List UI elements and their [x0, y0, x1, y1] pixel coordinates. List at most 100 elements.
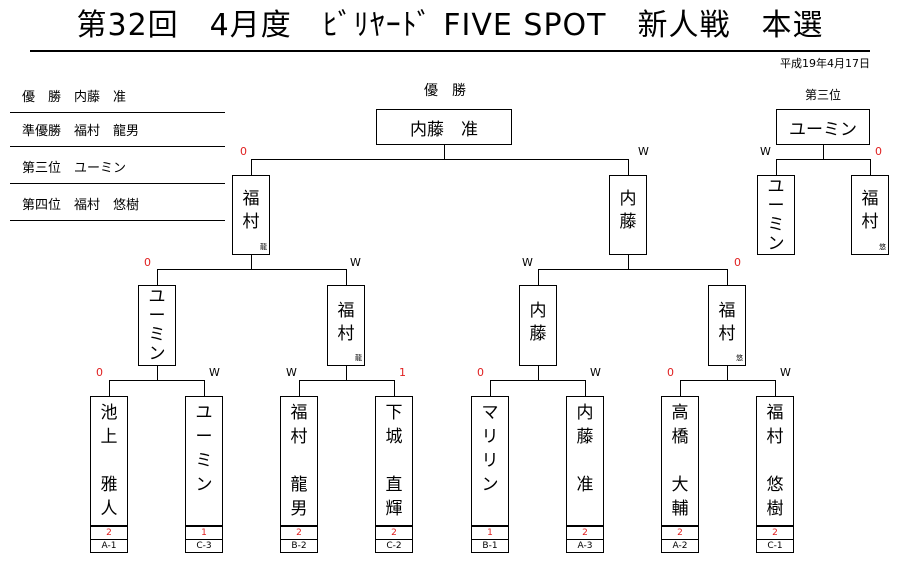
bracket-line — [204, 380, 205, 396]
champion-name: 内藤 准 — [410, 119, 478, 140]
third-right-box: 福 村 悠 — [851, 175, 889, 255]
player-7-wins: 2 — [661, 526, 699, 540]
bracket-line — [776, 159, 871, 160]
final-right-box: 内 藤 — [609, 175, 647, 255]
player-8-name: 福 村 悠 樹 — [766, 403, 784, 519]
player-8-seed: C-1 — [756, 539, 794, 553]
third-place-label: 第三位 — [804, 88, 841, 102]
bracket-line — [157, 269, 347, 270]
bracket-line — [346, 366, 347, 380]
bracket-line — [823, 145, 824, 159]
third-place-box: ユーミン — [776, 109, 870, 145]
bracket-line — [538, 269, 539, 285]
final-left-box: 福 村 龍 — [232, 175, 270, 255]
semi-4-name: 福 村 — [718, 301, 736, 344]
player-8-score: W — [780, 366, 791, 379]
player-5-wins: 1 — [471, 526, 509, 540]
player-1-name: 池 上 雅 人 — [100, 403, 118, 519]
ranking-second-text: 準優勝 福村 龍男 — [22, 124, 140, 139]
bracket-line — [490, 380, 586, 381]
ranking-third-text: 第三位 ユーミン — [22, 161, 127, 176]
bracket-line — [394, 380, 395, 396]
semi-2-sub: 龍 — [355, 354, 362, 362]
semi-1-box: ユ ー ミ ン — [138, 285, 176, 366]
player-5-box: マ リ リ ン — [471, 396, 509, 526]
player-6-seed: A-3 — [566, 539, 604, 553]
bracket-line — [538, 269, 728, 270]
bracket-line — [251, 255, 252, 269]
semi-3-name: 内 藤 — [529, 301, 547, 344]
player-4-name: 下 城 直 輝 — [385, 403, 403, 519]
player-7-score: 0 — [667, 366, 674, 379]
player-8-wins: 2 — [756, 526, 794, 540]
player-6-score: W — [590, 366, 601, 379]
third-right-name: 福 村 — [861, 189, 879, 232]
player-4-seed: C-2 — [375, 539, 413, 553]
final-left-sub: 龍 — [260, 243, 267, 251]
bracket-line — [251, 159, 629, 160]
bracket-line — [628, 159, 629, 175]
bracket-line — [776, 159, 777, 175]
player-2-wins: 1 — [185, 526, 223, 540]
ranking-second: 準優勝 福村 龍男 — [10, 122, 225, 147]
bracket-line — [538, 366, 539, 380]
player-5-score: 0 — [477, 366, 484, 379]
player-7-name: 高 橋 大 輔 — [671, 403, 689, 519]
final-left-score: 0 — [240, 145, 247, 158]
semi-1-name: ユ ー ミ ン — [148, 287, 166, 364]
bracket-line — [109, 380, 110, 396]
player-3-box: 福 村 龍 男 — [280, 396, 318, 526]
ranking-first: 優 勝 内藤 准 — [10, 88, 225, 113]
player-8-box: 福 村 悠 樹 — [756, 396, 794, 526]
semi-4-score: 0 — [734, 256, 741, 269]
bracket-line — [444, 145, 445, 159]
player-4-box: 下 城 直 輝 — [375, 396, 413, 526]
player-1-score: 0 — [96, 366, 103, 379]
page-title: 第32回 4月度 ﾋﾞﾘﾔｰﾄﾞ FIVE SPOT 新人戦 本選 — [76, 8, 824, 43]
semi-2-score: W — [350, 256, 361, 269]
bracket-line — [251, 159, 252, 175]
third-right-sub: 悠 — [879, 243, 886, 251]
player-2-name: ユ ー ミ ン — [195, 403, 213, 495]
bracket-line — [775, 380, 776, 396]
third-right-score: 0 — [875, 145, 882, 158]
player-6-name: 内 藤 准 — [576, 403, 594, 495]
semi-4-sub: 悠 — [736, 354, 743, 362]
semi-4-box: 福 村 悠 — [708, 285, 746, 366]
ranking-fourth: 第四位 福村 悠樹 — [10, 196, 225, 221]
bracket-line — [299, 380, 395, 381]
player-2-score: W — [209, 366, 220, 379]
ranking-fourth-text: 第四位 福村 悠樹 — [22, 198, 140, 213]
ranking-first-text: 優 勝 内藤 准 — [22, 90, 127, 105]
semi-3-score: W — [522, 256, 533, 269]
bracket-line — [157, 269, 158, 285]
player-4-wins: 2 — [375, 526, 413, 540]
player-6-box: 内 藤 准 — [566, 396, 604, 526]
player-3-seed: B-2 — [280, 539, 318, 553]
player-2-seed: C-3 — [185, 539, 223, 553]
bracket-line — [157, 366, 158, 380]
bracket-line — [346, 269, 347, 285]
semi-3-box: 内 藤 — [519, 285, 557, 366]
third-left-box: ユ ー ミ ン — [757, 175, 795, 255]
bracket-line — [109, 380, 205, 381]
title-underline — [30, 50, 870, 52]
player-1-seed: A-1 — [90, 539, 128, 553]
bracket-line — [727, 269, 728, 285]
bracket-line — [628, 255, 629, 269]
semi-2-box: 福 村 龍 — [327, 285, 365, 366]
player-1-box: 池 上 雅 人 — [90, 396, 128, 526]
player-5-name: マ リ リ ン — [481, 403, 499, 495]
bracket-line — [585, 380, 586, 396]
bracket-line — [870, 159, 871, 175]
player-7-seed: A-2 — [661, 539, 699, 553]
player-3-wins: 2 — [280, 526, 318, 540]
bracket-line — [680, 380, 776, 381]
player-7-box: 高 橋 大 輔 — [661, 396, 699, 526]
player-3-score: W — [286, 366, 297, 379]
champion-label: 優 勝 — [424, 83, 466, 99]
player-2-box: ユ ー ミ ン — [185, 396, 223, 526]
event-date: 平成19年4月17日 — [780, 57, 870, 70]
semi-1-score: 0 — [144, 256, 151, 269]
third-place-name: ユーミン — [789, 119, 857, 140]
